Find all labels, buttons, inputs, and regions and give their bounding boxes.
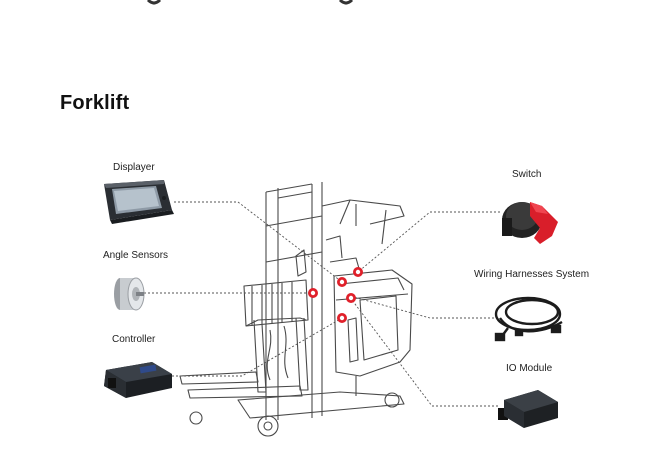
leader-controller [172,317,343,377]
label-io-module: IO Module [506,363,553,374]
forklift-illustration [179,182,413,437]
leader-wiring [349,295,494,319]
display-screen-icon [104,180,174,224]
controller-unit-icon [104,362,172,398]
rotary-encoder-icon [114,277,145,311]
label-controller: Controller [112,334,156,345]
leader-io-module [351,299,498,407]
marker-3 [308,288,318,298]
leader-displayer [174,201,343,283]
marker-5 [337,313,347,323]
rotary-switch-icon [502,202,558,244]
label-displayer: Displayer [113,162,155,173]
label-angle-sensors: Angle Sensors [103,250,169,261]
marker-4 [346,293,356,303]
top-decoration [146,0,354,5]
label-wiring-harnesses: Wiring Harnesses System [474,269,590,280]
marker-1 [337,277,347,287]
label-switch: Switch [512,169,542,180]
io-module-icon [498,390,558,428]
marker-2 [353,267,363,277]
page-title: Forklift [60,92,130,114]
location-markers [308,267,363,323]
leader-switch [357,211,500,273]
leader-lines [144,201,500,407]
cable-harness-icon [494,296,563,342]
